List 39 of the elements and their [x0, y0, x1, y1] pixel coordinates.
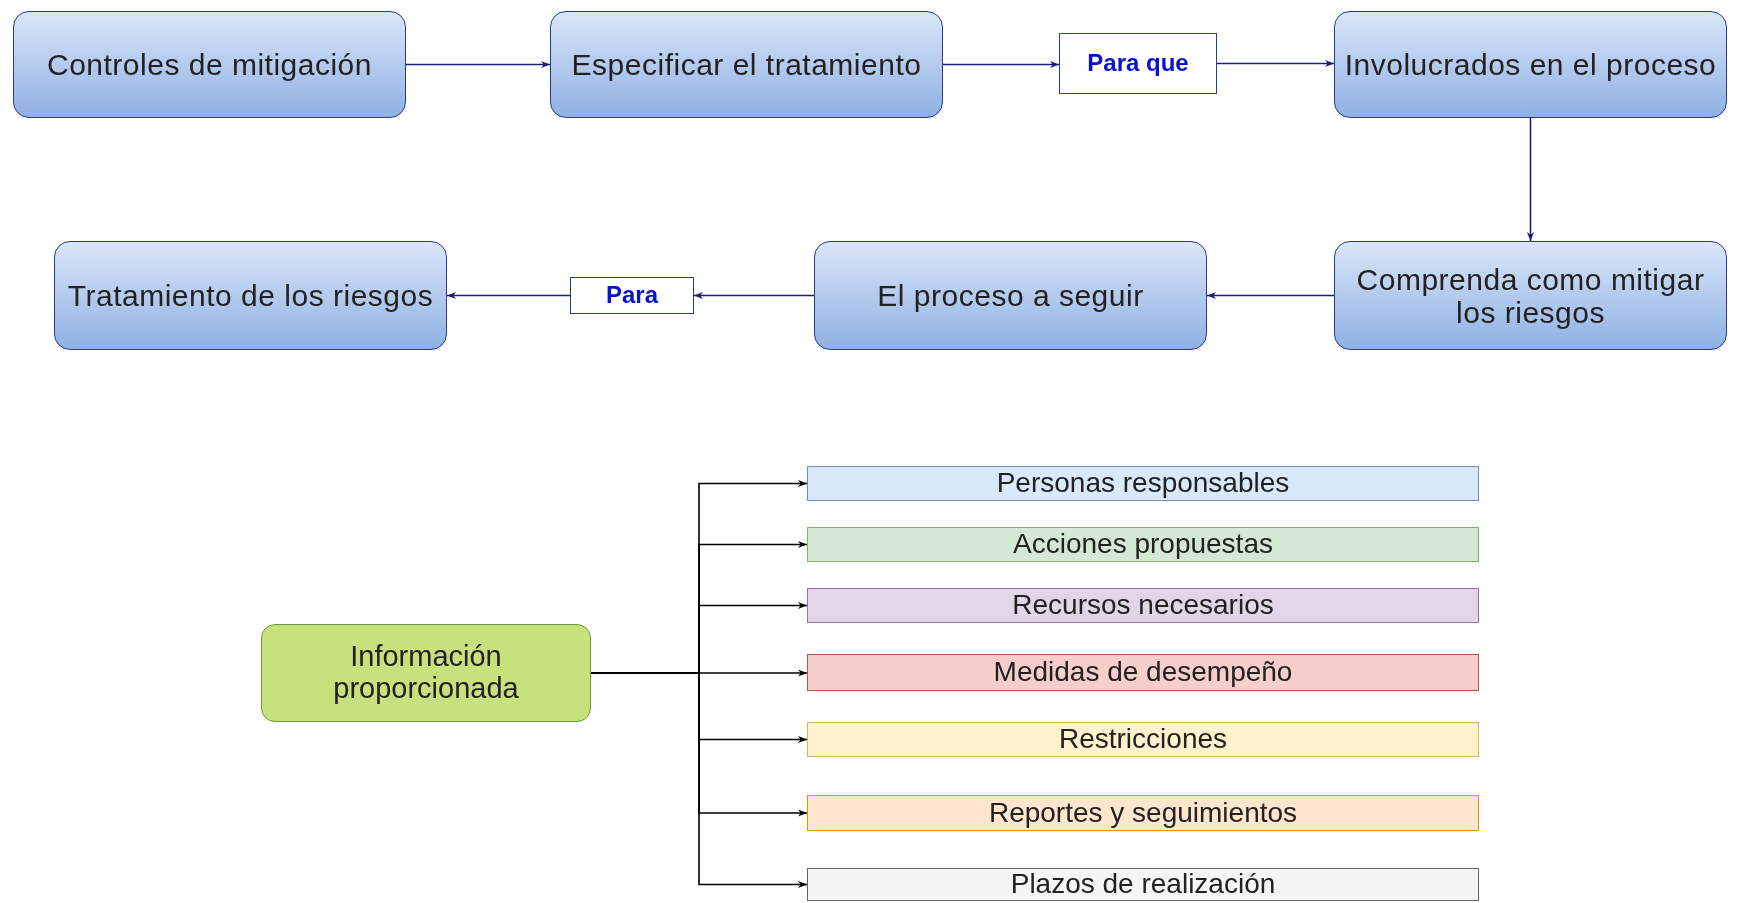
process-box: [54, 241, 447, 350]
category-box: [807, 722, 1479, 757]
node-label: Para: [605, 282, 658, 309]
connector-label-box: [1059, 33, 1217, 94]
category-box: [807, 868, 1479, 901]
node-label: Restricciones: [1058, 724, 1228, 755]
node-label: Plazos de realización: [1010, 869, 1276, 900]
arrow: [1216, 59, 1335, 68]
source-box: [261, 624, 591, 722]
node-label: Información proporcionada: [332, 641, 520, 705]
category-box: [807, 588, 1479, 623]
node-label: Medidas de desempeño: [993, 657, 1293, 688]
arrow: [1526, 117, 1535, 242]
arrow: [446, 291, 571, 300]
node-label: Recursos necesarios: [1012, 590, 1274, 621]
arrow: [405, 60, 551, 69]
process-box: [550, 11, 943, 118]
process-box: [1334, 241, 1727, 350]
node-label: El proceso a seguir: [877, 279, 1144, 312]
process-box: [814, 241, 1207, 350]
node-label: Involucrados en el proceso: [1344, 48, 1717, 81]
category-box: [807, 466, 1479, 501]
node-label: Especificar el tratamiento: [571, 48, 922, 81]
node-label: Para que: [1087, 50, 1189, 77]
node-label: Controles de mitigación: [47, 48, 372, 81]
node-label: Reportes y seguimientos: [988, 797, 1298, 829]
arrow: [693, 291, 815, 300]
node-label: Comprenda como mitigar los riesgos: [1355, 262, 1706, 329]
process-box: [13, 11, 406, 118]
process-box: [1334, 11, 1727, 118]
node-label: Tratamiento de los riesgos: [67, 279, 434, 312]
category-box: [807, 654, 1479, 691]
arrow: [942, 60, 1060, 69]
category-box: [807, 527, 1479, 562]
connector-label-box: [570, 277, 694, 314]
node-label: Acciones propuestas: [1013, 529, 1273, 560]
arrow: [1206, 291, 1335, 300]
category-box: [807, 795, 1479, 831]
node-label: Personas responsables: [996, 468, 1290, 499]
